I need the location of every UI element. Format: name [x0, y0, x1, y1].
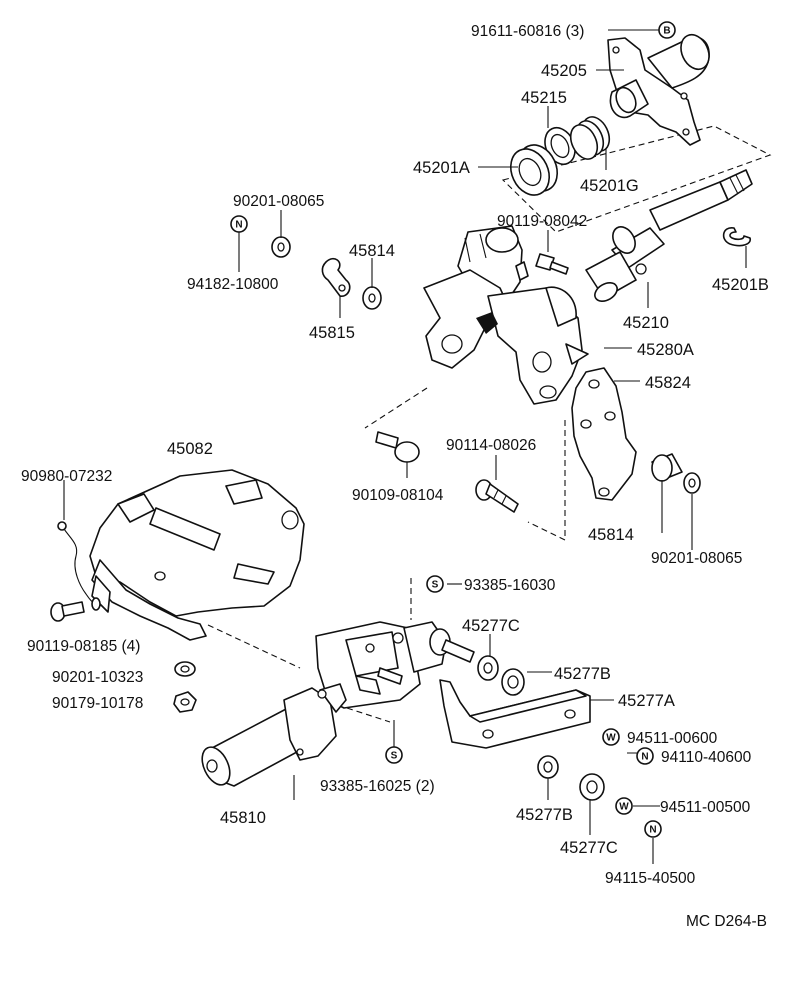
part-45810-motor [201, 683, 347, 787]
part-45814-collar-bottom [651, 453, 683, 482]
symbol-s-marker-bottom: S [385, 746, 403, 764]
label-90179-10178: 90179-10178 [52, 695, 143, 712]
label-45277B-bottom: 45277B [516, 806, 573, 824]
part-45277B-bushing-bottom [537, 755, 559, 779]
svg-text:N: N [649, 825, 656, 836]
label-45277C-bottom: 45277C [560, 839, 618, 857]
label-45810: 45810 [220, 809, 266, 827]
part-45815-lever [321, 257, 351, 297]
symbol-w-marker-bottom: W [615, 797, 633, 815]
label-94182-10800: 94182-10800 [187, 276, 279, 293]
part-labels: 91611-60816 (3) 45205 45215 45201A 45201… [21, 23, 769, 930]
label-94511-00500: 94511-00500 [660, 799, 751, 816]
part-90201-08065-washer-top [271, 236, 291, 258]
label-90109-08104: 90109-08104 [352, 487, 444, 504]
symbol-n-marker-mid: N [636, 747, 654, 765]
part-45277C-bushing-bottom [579, 773, 605, 801]
part-90980-07232-wire [57, 521, 101, 611]
part-90201-08065-washer-bottom [683, 472, 701, 494]
part-45205-upper-bracket [607, 33, 710, 146]
svg-text:S: S [432, 580, 439, 591]
label-94115-40500: 94115-40500 [605, 870, 696, 887]
svg-text:W: W [619, 802, 629, 813]
part-45277-actuator-assembly [315, 621, 475, 709]
label-45815: 45815 [309, 324, 355, 342]
part-45210-shaft [585, 169, 753, 302]
label-45201B: 45201B [712, 276, 769, 294]
label-45215: 45215 [521, 89, 567, 107]
label-94110-40600: 94110-40600 [661, 749, 752, 766]
label-45824: 45824 [645, 374, 691, 392]
symbol-n-marker-top: N [230, 215, 248, 233]
part-90179-10178-nut [173, 691, 197, 713]
label-90201-08065-bottom: 90201-08065 [651, 550, 742, 567]
part-45201B-snap-ring [722, 227, 752, 247]
label-45277B-top: 45277B [554, 665, 611, 683]
label-45814-bottom: 45814 [588, 526, 634, 544]
label-45814-top: 45814 [349, 242, 395, 260]
diagram-code: MC D264-B [686, 913, 767, 930]
symbol-b-marker: B [658, 21, 676, 39]
label-45280A: 45280A [637, 341, 694, 359]
label-94511-00600: 94511-00600 [627, 730, 718, 747]
label-90201-10323: 90201-10323 [52, 669, 143, 686]
label-90119-08185: 90119-08185 (4) [27, 638, 140, 655]
part-90201-10323-washer [174, 661, 196, 677]
part-45277C-bushing-top [477, 655, 499, 681]
label-90980-07232: 90980-07232 [21, 468, 112, 485]
part-90119-08185-bolt [50, 601, 85, 622]
part-45215-ring [544, 126, 576, 166]
part-45814-collar-top [362, 286, 382, 310]
part-90119-08042-bolt [535, 253, 569, 275]
label-45205: 45205 [541, 62, 587, 80]
part-90114-08026-bolt [475, 479, 519, 513]
part-45201A-bearing [509, 144, 559, 196]
label-45201G: 45201G [580, 177, 639, 195]
label-93385-16025: 93385-16025 (2) [320, 778, 435, 795]
svg-text:B: B [663, 26, 670, 37]
label-45277C-top: 45277C [462, 617, 520, 635]
svg-text:N: N [641, 752, 648, 763]
symbol-n-marker-bottom: N [644, 820, 662, 838]
label-45201A: 45201A [413, 159, 470, 177]
assembly-outlines [207, 125, 772, 723]
svg-text:W: W [606, 733, 616, 744]
label-91611-60816: 91611-60816 (3) [471, 23, 584, 40]
label-90114-08026: 90114-08026 [446, 437, 536, 454]
label-45082: 45082 [167, 440, 213, 458]
part-45824-plate [571, 367, 637, 501]
symbol-w-marker-top: W [602, 728, 620, 746]
label-90119-08042: 90119-08042 [497, 213, 587, 230]
part-45280A-column-bracket [423, 225, 589, 405]
part-45277A-rail [439, 679, 591, 749]
leader-lines [63, 29, 747, 864]
part-45201G-spring [569, 116, 611, 160]
label-90201-08065-top: 90201-08065 [233, 193, 324, 210]
symbol-s-marker-top: S [426, 575, 444, 593]
svg-text:S: S [391, 751, 398, 762]
label-45210: 45210 [623, 314, 669, 332]
part-45277B-bushing-top [501, 668, 525, 696]
label-93385-16030: 93385-16030 [464, 577, 556, 594]
svg-text:N: N [235, 220, 242, 231]
part-90109-08104-bolt [375, 431, 420, 463]
label-45277A: 45277A [618, 692, 675, 710]
part-45082-lower-bracket [89, 469, 305, 641]
